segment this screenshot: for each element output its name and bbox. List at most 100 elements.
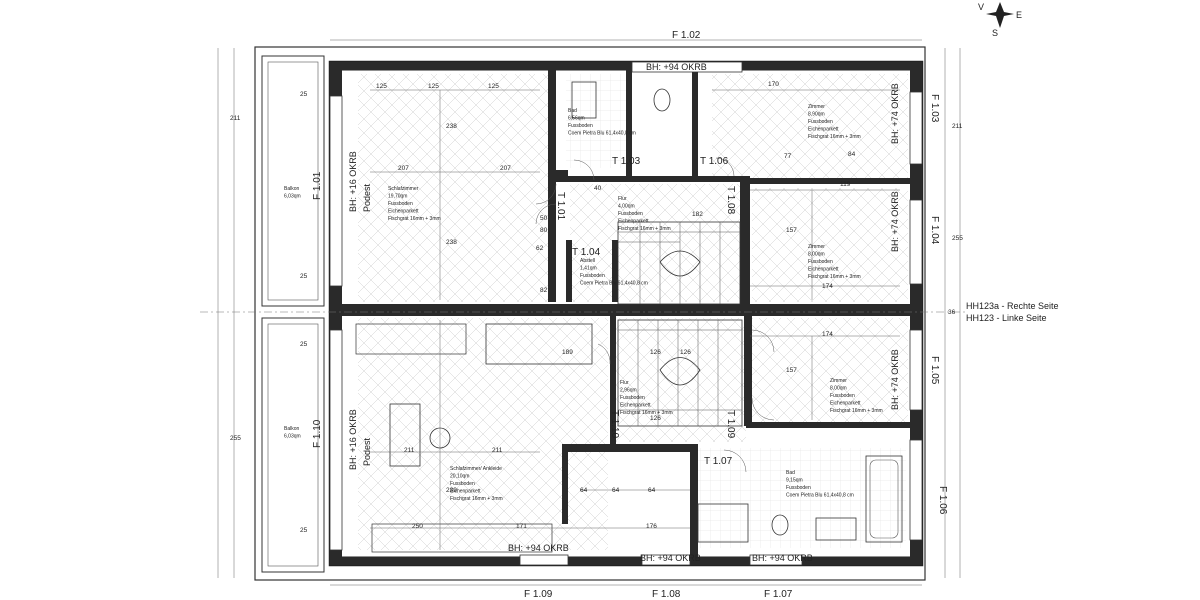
interior-walls xyxy=(338,70,914,557)
room-label-schlaf2-line-4: Fischgrat 16mm + 3mm xyxy=(450,496,503,502)
dimension-value: 238 xyxy=(446,123,457,130)
room-label-zimmer2-line-1: 8,00qm xyxy=(808,252,825,258)
room-label-zimmer1-line-0: Zimmer xyxy=(808,104,825,110)
room-label-bad2-line-2: Fussboden xyxy=(786,485,811,491)
room-label-bad1-line-3: Coem Pietra Blu 61,4x40,8 cm xyxy=(568,131,636,137)
bh-left-low-label: BH: +16 OKRB xyxy=(348,409,358,470)
window-label-f106: F 1.06 xyxy=(937,486,948,515)
dimension-value: 174 xyxy=(822,331,833,338)
window-label-f102: F 1.02 xyxy=(672,30,701,41)
dimension-value: 176 xyxy=(646,523,657,530)
room-label-balkon1-line-1: 6,03qm xyxy=(284,194,301,200)
room-label-zimmer3-line-3: Eichenparkett xyxy=(830,401,861,407)
dimension-value: 62 xyxy=(536,245,544,252)
door-label-t107: T 1.07 xyxy=(704,456,733,467)
dimension-value: 250 xyxy=(412,523,423,530)
room-label-bad1-line-1: 6,56qm xyxy=(568,116,585,122)
room-label-schlaf1-line-3: Eichenparkett xyxy=(388,209,419,215)
room-label-abstell-line-2: Fussboden xyxy=(580,273,605,279)
window-label-f107: F 1.07 xyxy=(764,589,793,600)
dimension-value: 64 xyxy=(648,487,656,494)
room-label-flur1-line-1: 4,00qm xyxy=(618,204,635,210)
room-label-flur2-line-2: Fussboden xyxy=(620,395,645,401)
room-label-schlaf1-line-0: Schlafzimmer xyxy=(388,186,419,192)
dimension-value: 126 xyxy=(650,415,661,422)
room-label-zimmer3-line-0: Zimmer xyxy=(830,378,847,384)
room-label-balkon2-line-1: 6,03qm xyxy=(284,434,301,440)
dimension-value: 25 xyxy=(300,527,308,534)
dimension-value: 25 xyxy=(300,341,308,348)
dimension-value: 80 xyxy=(540,227,548,234)
room-label-bad2-line-1: 9,15qm xyxy=(786,478,803,484)
room-label-zimmer1-line-2: Fussboden xyxy=(808,119,833,125)
room-label-schlaf2-line-3: Eichenparkett xyxy=(450,489,481,495)
window-label-f101: F 1.01 xyxy=(312,171,323,200)
room-label-zimmer2-line-4: Fischgrat 16mm + 3mm xyxy=(808,274,861,280)
window-label-f105: F 1.05 xyxy=(929,356,940,385)
bh-top-label: BH: +94 OKRB xyxy=(646,62,707,72)
room-label-zimmer2-line-2: Fussboden xyxy=(808,259,833,265)
dimension-value: 157 xyxy=(786,367,797,374)
dimension-value: 170 xyxy=(768,81,779,88)
door-label-t101: T 1.01 xyxy=(555,192,566,221)
furniture xyxy=(355,323,593,553)
window-frames xyxy=(329,61,923,566)
room-label-bad2-line-3: Coem Pietra Blu 61,4x40,8 cm xyxy=(786,493,854,499)
dimension-value: 77 xyxy=(784,153,792,160)
dimension-value: 64 xyxy=(612,487,620,494)
bh-bottom-left-label: BH: +94 OKRB xyxy=(508,543,569,553)
room-label-flur1-line-2: Fussboden xyxy=(618,211,643,217)
window-label-f104: F 1.04 xyxy=(929,216,940,245)
window-label-f109: F 1.09 xyxy=(524,589,553,600)
dimension-value: 125 xyxy=(488,83,499,90)
room-label-schlaf2-line-1: 20,10qm xyxy=(450,474,469,480)
dimension-value: 64 xyxy=(580,487,588,494)
bh-bottom-right-label: BH: +94 OKRB xyxy=(752,553,813,563)
dimension-value: 50 xyxy=(540,215,548,222)
bh-right-low-label: BH: +74 OKRB xyxy=(890,349,900,410)
window-labels: F 1.02 F 1.09 F 1.08 F 1.07 F 1.03 F 1.0… xyxy=(312,30,948,600)
room-label-bad1-line-2: Fussboden xyxy=(568,123,593,129)
dimension-value: 40 xyxy=(594,185,602,192)
room-label-zimmer3-line-4: Fischgrat 16mm + 3mm xyxy=(830,408,883,414)
room-label-bad2-line-0: Bad xyxy=(786,470,795,476)
door-label-t109: T 1.09 xyxy=(725,410,736,439)
room-label-schlaf2-line-2: Fussboden xyxy=(450,481,475,487)
room-label-abstell-line-1: 1,41qm xyxy=(580,266,597,272)
room-label-schlaf1-line-2: Fussboden xyxy=(388,201,413,207)
podest-low-label: Podest xyxy=(362,437,372,466)
dimension-value: 84 xyxy=(848,151,856,158)
door-label-t104: T 1.04 xyxy=(572,247,601,258)
bh-bottom-mid-label: BH: +94 OKRB xyxy=(640,553,701,563)
dimension-value: 82 xyxy=(540,287,548,294)
sill-height-labels: BH: +94 OKRB BH: +94 OKRB BH: +94 OKRB B… xyxy=(348,62,900,563)
dimension-value: 119 xyxy=(840,181,851,188)
room-label-zimmer2-line-3: Eichenparkett xyxy=(808,267,839,273)
door-label-t110: T 1.10 xyxy=(609,410,620,439)
window-label-f108: F 1.08 xyxy=(652,589,681,600)
dimension-value: 125 xyxy=(428,83,439,90)
dimension-value: 189 xyxy=(562,349,573,356)
dimension-value: 239 xyxy=(446,487,457,494)
dimension-value: 174 xyxy=(822,283,833,290)
dimension-value: 36 xyxy=(948,309,956,316)
staircase-lower xyxy=(617,319,743,427)
room-label-abstell-line-3: Coem Pietra Blu 61,4x40,8 cm xyxy=(580,281,648,287)
room-label-zimmer3-line-1: 8,00qm xyxy=(830,386,847,392)
room-label-flur2-line-3: Eichenparkett xyxy=(620,403,651,409)
dimension-value: 211 xyxy=(492,447,503,454)
staircase-upper xyxy=(617,221,741,305)
room-label-zimmer1-line-3: Eichenparkett xyxy=(808,127,839,133)
dimension-value: 255 xyxy=(230,435,241,442)
room-label-flur1-line-0: Flur xyxy=(618,196,627,202)
dimension-value: 182 xyxy=(692,211,703,218)
dimension-lines xyxy=(200,39,965,586)
split-label-right: HH123a - Rechte Seite xyxy=(966,301,1059,311)
room-label-flur1-line-4: Fischgrat 16mm + 3mm xyxy=(618,226,671,232)
dimension-value: 157 xyxy=(786,227,797,234)
window-label-f103: F 1.03 xyxy=(929,94,940,123)
dimension-value: 255 xyxy=(952,235,963,242)
dimension-value: 211 xyxy=(230,115,241,122)
